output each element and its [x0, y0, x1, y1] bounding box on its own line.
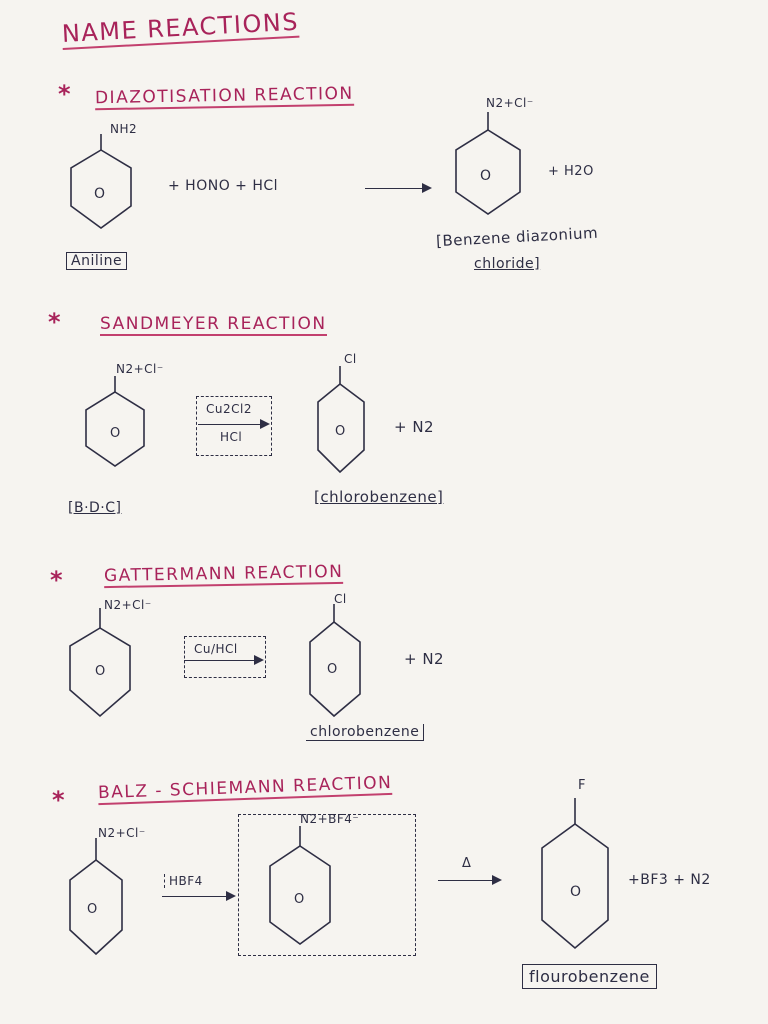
- reagents-hono-hcl: + HONO + HCl: [168, 178, 279, 194]
- byproduct-bf3-n2: +BF3 + N2: [628, 872, 711, 888]
- ring-center-label: O: [327, 662, 338, 677]
- heading-gattermann: GATTERMANN REACTION: [103, 561, 344, 589]
- substituent-cl: Cl: [334, 592, 347, 606]
- substituent-f: F: [578, 778, 586, 793]
- bullet-star: *: [48, 308, 61, 336]
- benzene-ring-diazonium: [69, 608, 131, 718]
- benzene-ring-chlorobenzene: [309, 604, 361, 718]
- substituent-cl: Cl: [344, 352, 357, 366]
- label-chloride: chloride]: [474, 256, 541, 272]
- heading-balz-schiemann: BALZ - SCHIEMANN REACTION: [97, 772, 393, 806]
- reagent-box: [196, 396, 272, 456]
- reagent-hbf4: HBF4: [164, 874, 203, 888]
- benzene-ring-chlorobenzene: [317, 366, 365, 474]
- substituent-diazonium: N2+Cl⁻: [104, 598, 152, 612]
- substituent-diazonium: N2+Cl⁻: [486, 96, 534, 110]
- label-chlorobenzene: [chlorobenzene]: [314, 488, 444, 506]
- bullet-star: *: [50, 566, 63, 594]
- benzene-ring-diazonium: [85, 376, 145, 467]
- heat-symbol: Δ: [462, 856, 472, 871]
- ring-center-label: O: [335, 424, 346, 439]
- benzene-ring-fluorobenzene: [541, 798, 609, 950]
- page-title: NAME REACTIONS: [61, 7, 300, 50]
- ring-center-label: O: [570, 884, 582, 900]
- benzene-ring-diazonium-fluoroborate: [269, 826, 331, 945]
- reaction-arrow: [184, 655, 264, 665]
- ring-center-label: O: [480, 168, 492, 184]
- substituent-diazonium: N2+Cl⁻: [116, 362, 164, 376]
- ring-center-label: O: [94, 186, 106, 202]
- bullet-star: *: [58, 80, 71, 108]
- ring-center-label: O: [110, 426, 121, 441]
- benzene-ring-aniline: [70, 134, 132, 229]
- byproduct-water: + H2O: [548, 164, 594, 179]
- byproduct-n2: + N2: [404, 650, 445, 668]
- intermediate-box: [238, 814, 416, 956]
- reagent-cu-hcl: Cu/HCl: [194, 642, 238, 656]
- label-aniline: Aniline: [66, 252, 128, 270]
- reaction-arrow: [438, 875, 502, 885]
- ring-center-label: O: [87, 902, 98, 917]
- reagent-box: [184, 636, 266, 678]
- ring-center-label: O: [294, 892, 305, 907]
- reagent-cu2cl2: Cu2Cl2: [206, 402, 252, 416]
- substituent-bf4: N2+BF4⁻: [300, 812, 360, 826]
- bullet-star: *: [52, 786, 65, 814]
- benzene-ring-diazonium: [455, 112, 521, 215]
- label-fluorobenzene: flourobenzene: [522, 964, 657, 989]
- reaction-arrow: [198, 419, 270, 429]
- reaction-arrow: [365, 183, 432, 193]
- heading-sandmeyer: SANDMEYER REACTION: [100, 314, 327, 336]
- benzene-ring-diazonium: [69, 838, 123, 956]
- ring-center-label: O: [95, 664, 106, 679]
- heading-diazotisation: DIAZOTISATION REACTION: [94, 83, 354, 111]
- label-chlorobenzene: chlorobenzene: [306, 724, 425, 741]
- substituent-diazonium: N2+Cl⁻: [98, 826, 146, 840]
- byproduct-n2: + N2: [394, 418, 435, 436]
- label-bdc: [B·D·C]: [68, 500, 122, 516]
- substituent-nh2: NH2: [110, 122, 138, 136]
- reagent-hcl: HCl: [220, 430, 243, 444]
- reaction-arrow: [162, 891, 236, 901]
